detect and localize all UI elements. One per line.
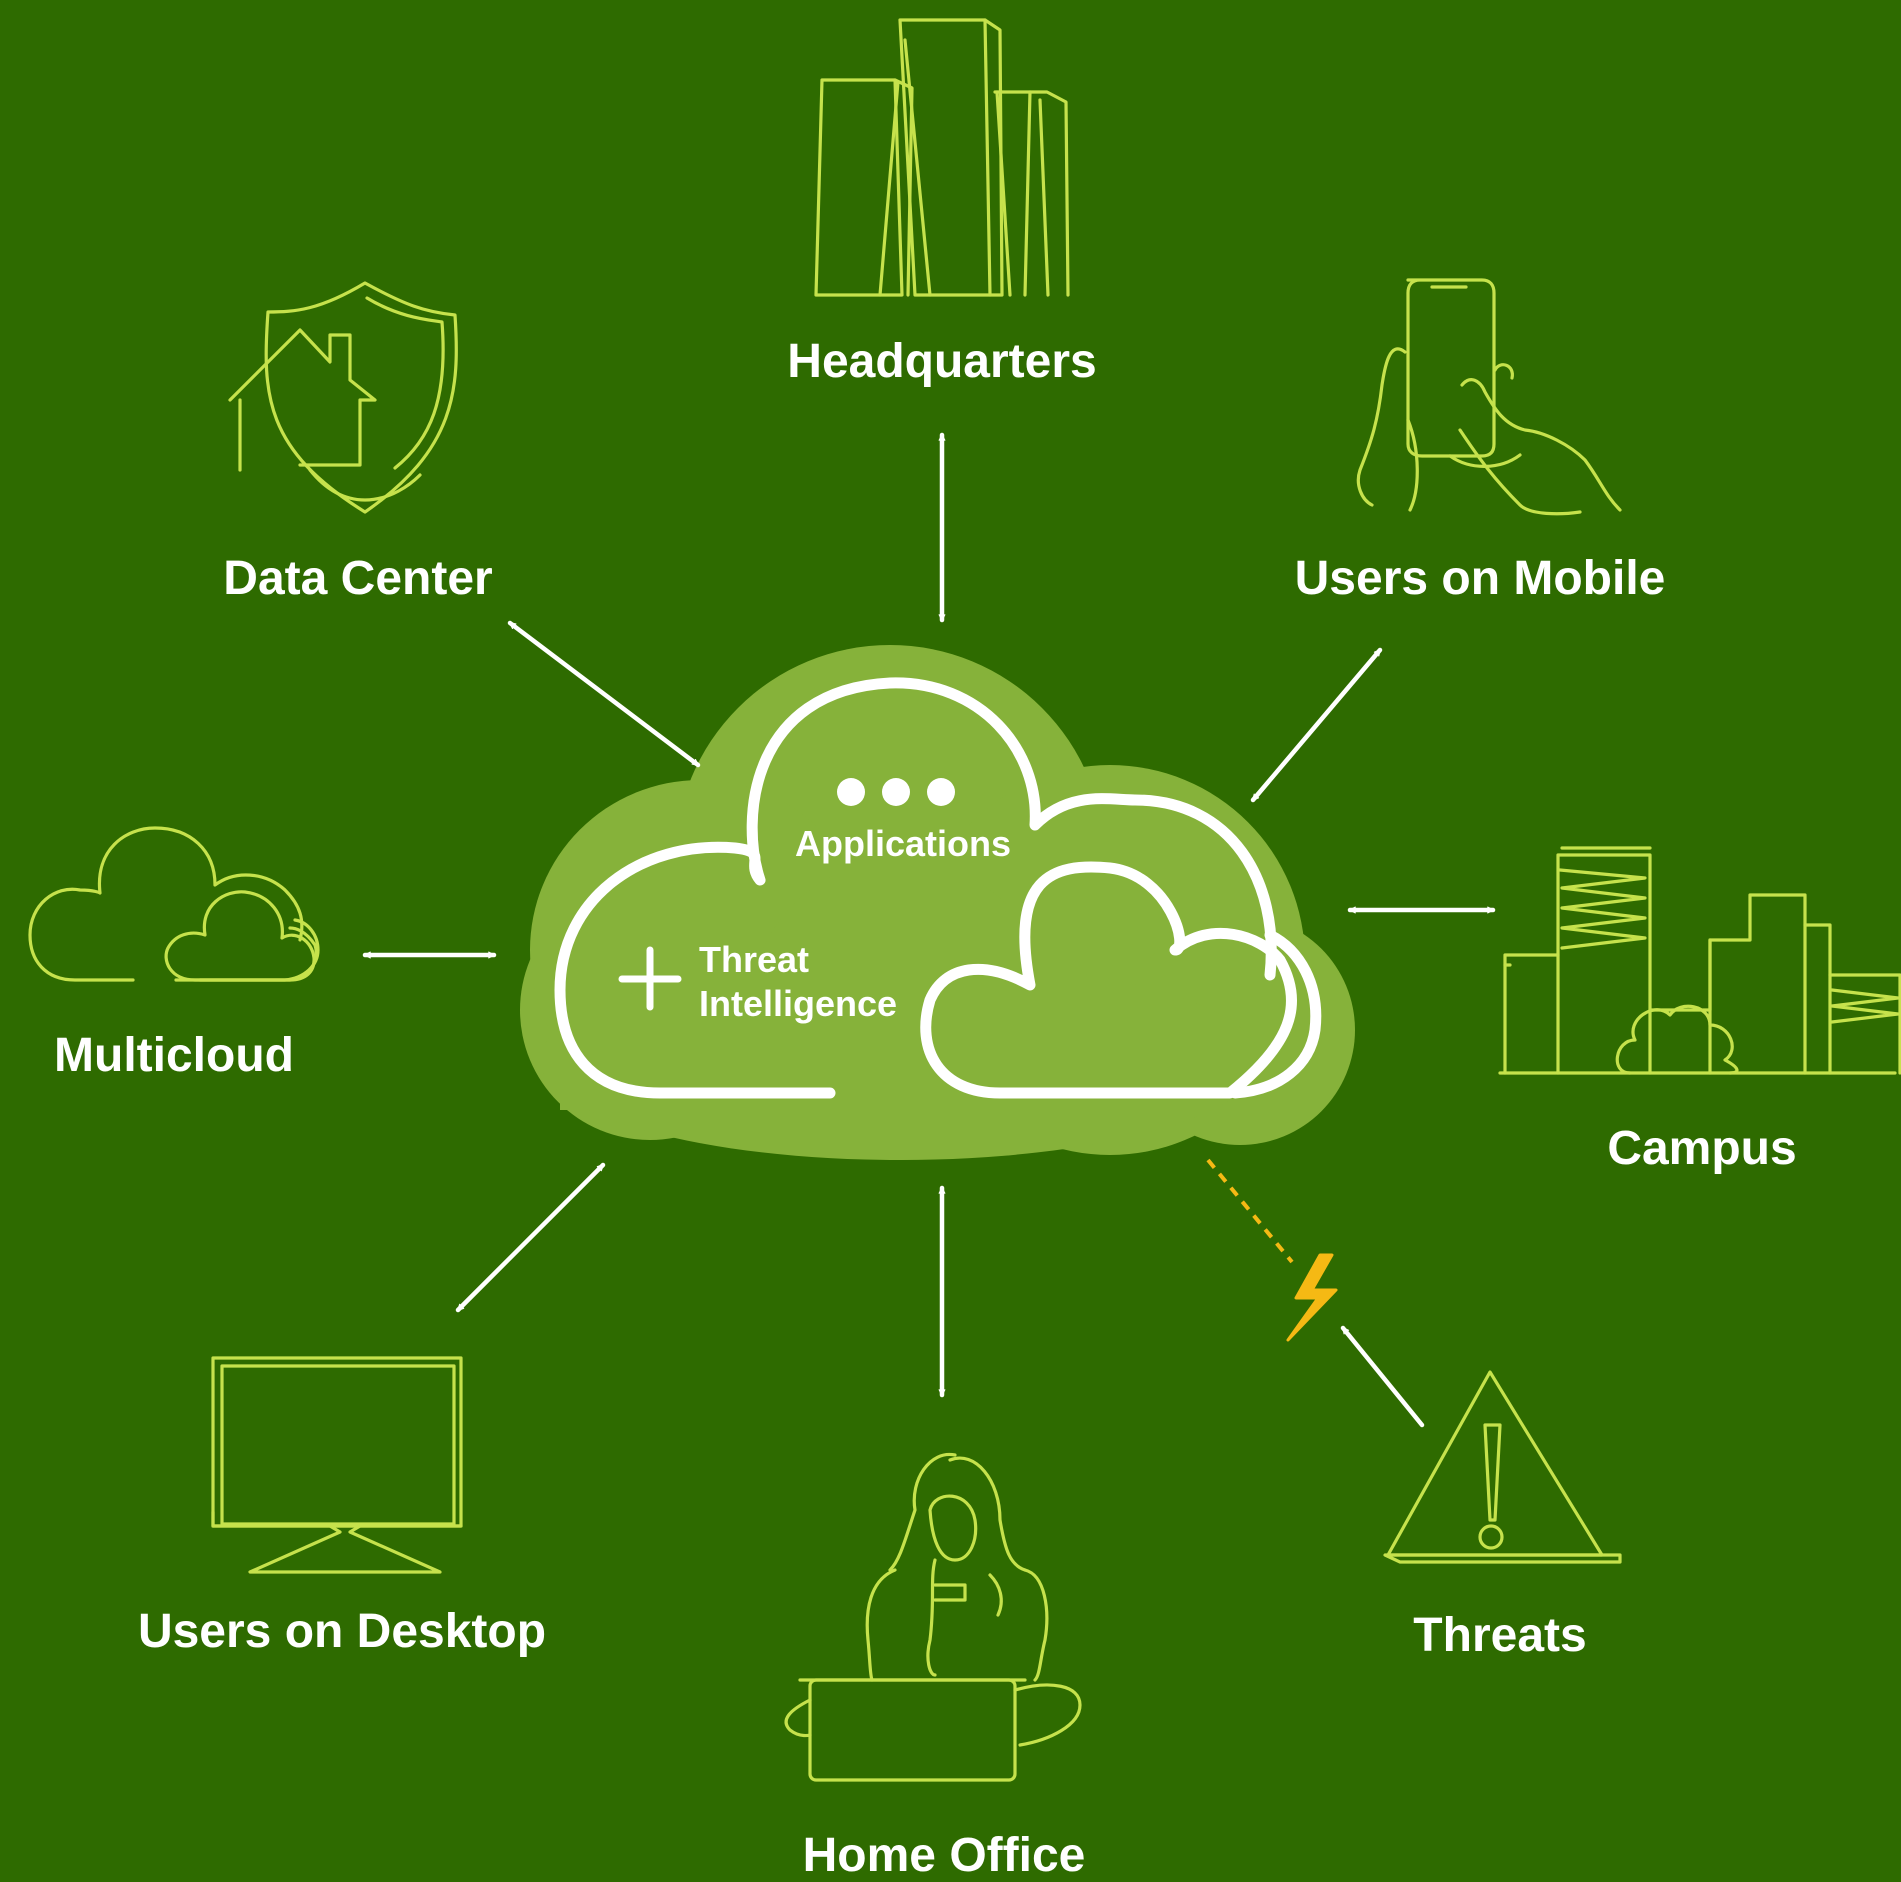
users-on-desktop-label: Users on Desktop (137, 1605, 547, 1658)
home-office-label: Home Office (802, 1829, 1086, 1882)
applications-dots-icon (837, 778, 955, 806)
arrow-threats (1340, 1325, 1425, 1428)
warning-triangle-icon (1383, 1370, 1622, 1564)
multicloud-label: Multicloud (54, 1029, 294, 1082)
person-with-laptop-icon (784, 1452, 1082, 1782)
data-center-label: Data Center (223, 552, 493, 605)
lightning-bolt-icon (1286, 1253, 1338, 1342)
cloud-outline (554, 677, 1277, 1099)
headquarters-label: Headquarters (787, 335, 1097, 388)
arrow-data-center (507, 620, 701, 768)
plus-icon (618, 946, 682, 1011)
monitor-icon (211, 1356, 463, 1574)
skyscrapers-icon (814, 18, 1070, 297)
central-cloud (520, 645, 1355, 1160)
shield-house-icon (228, 281, 458, 514)
hand-holding-phone-icon (1356, 278, 1622, 516)
threat-intelligence-label-line2: Intelligence (699, 983, 898, 1024)
threats-label: Threats (1413, 1609, 1587, 1662)
applications-label: Applications (795, 823, 1012, 864)
threat-intelligence-label-line1: Threat (699, 939, 810, 980)
threat-dashed-line (1206, 1158, 1294, 1264)
connection-arrows (362, 432, 1496, 1428)
arrow-users-on-mobile (1250, 647, 1383, 803)
campus-label: Campus (1607, 1122, 1797, 1175)
campus-buildings-icon (1498, 846, 1901, 1075)
cloud-inner-outline (920, 861, 1298, 1099)
users-on-mobile-label: Users on Mobile (1294, 552, 1666, 605)
arrow-users-on-desktop (455, 1162, 606, 1313)
two-clouds-icon (28, 826, 320, 982)
